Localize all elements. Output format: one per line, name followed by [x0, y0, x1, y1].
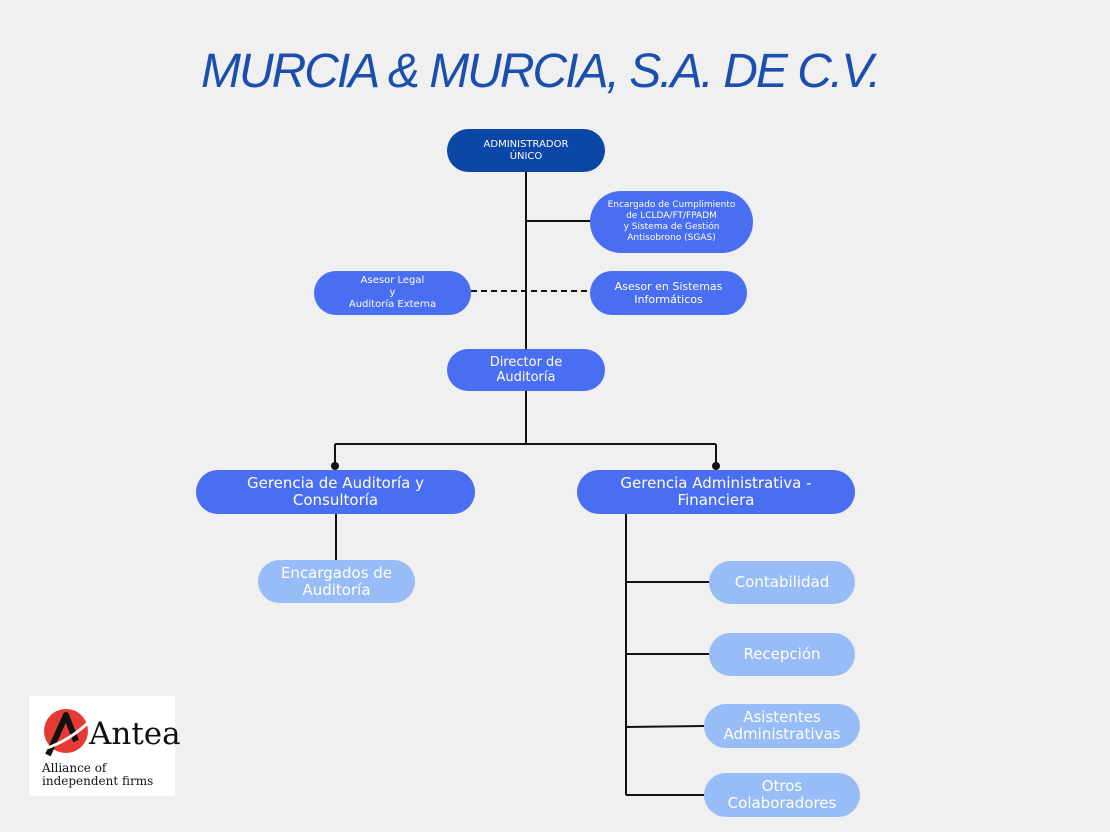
antea-logo-tagline: Alliance of independent firms	[42, 761, 154, 788]
node-otros-colaboradores: Otros Colaboradores	[704, 773, 860, 817]
node-asesor-sistemas: Asesor en Sistemas Informáticos	[590, 271, 747, 315]
right-connector-dot	[712, 462, 720, 470]
node-director: Director de Auditoría	[447, 349, 605, 391]
antea-logo-wordmark: Antea	[89, 716, 181, 752]
node-asesor-legal: Asesor Legal y Auditoría Externa	[314, 271, 471, 315]
node-encargados-auditoria: Encargados de Auditoría	[258, 560, 415, 603]
antea-logo: Antea Alliance of independent firms	[29, 696, 181, 796]
left-connector-dot	[331, 462, 339, 470]
node-encargado-cumplimiento: Encargado de Cumplimiento de LCLDA/FT/FP…	[590, 191, 753, 253]
node-recepcion: Recepción	[709, 633, 855, 676]
node-administrador: ADMINISTRADOR ÚNICO	[447, 129, 605, 172]
node-asistentes: Asistentes Administrativas	[704, 704, 860, 748]
asistentes-line	[625, 725, 705, 728]
node-contabilidad: Contabilidad	[709, 561, 855, 604]
page-title: MURCIA & MURCIA, S.A. DE C.V.	[200, 45, 881, 98]
antea-logo-icon	[43, 709, 94, 757]
node-gerencia-administrativa: Gerencia Administrativa - Financiera	[577, 470, 855, 514]
node-gerencia-auditoria: Gerencia de Auditoría y Consultoría	[196, 470, 475, 514]
